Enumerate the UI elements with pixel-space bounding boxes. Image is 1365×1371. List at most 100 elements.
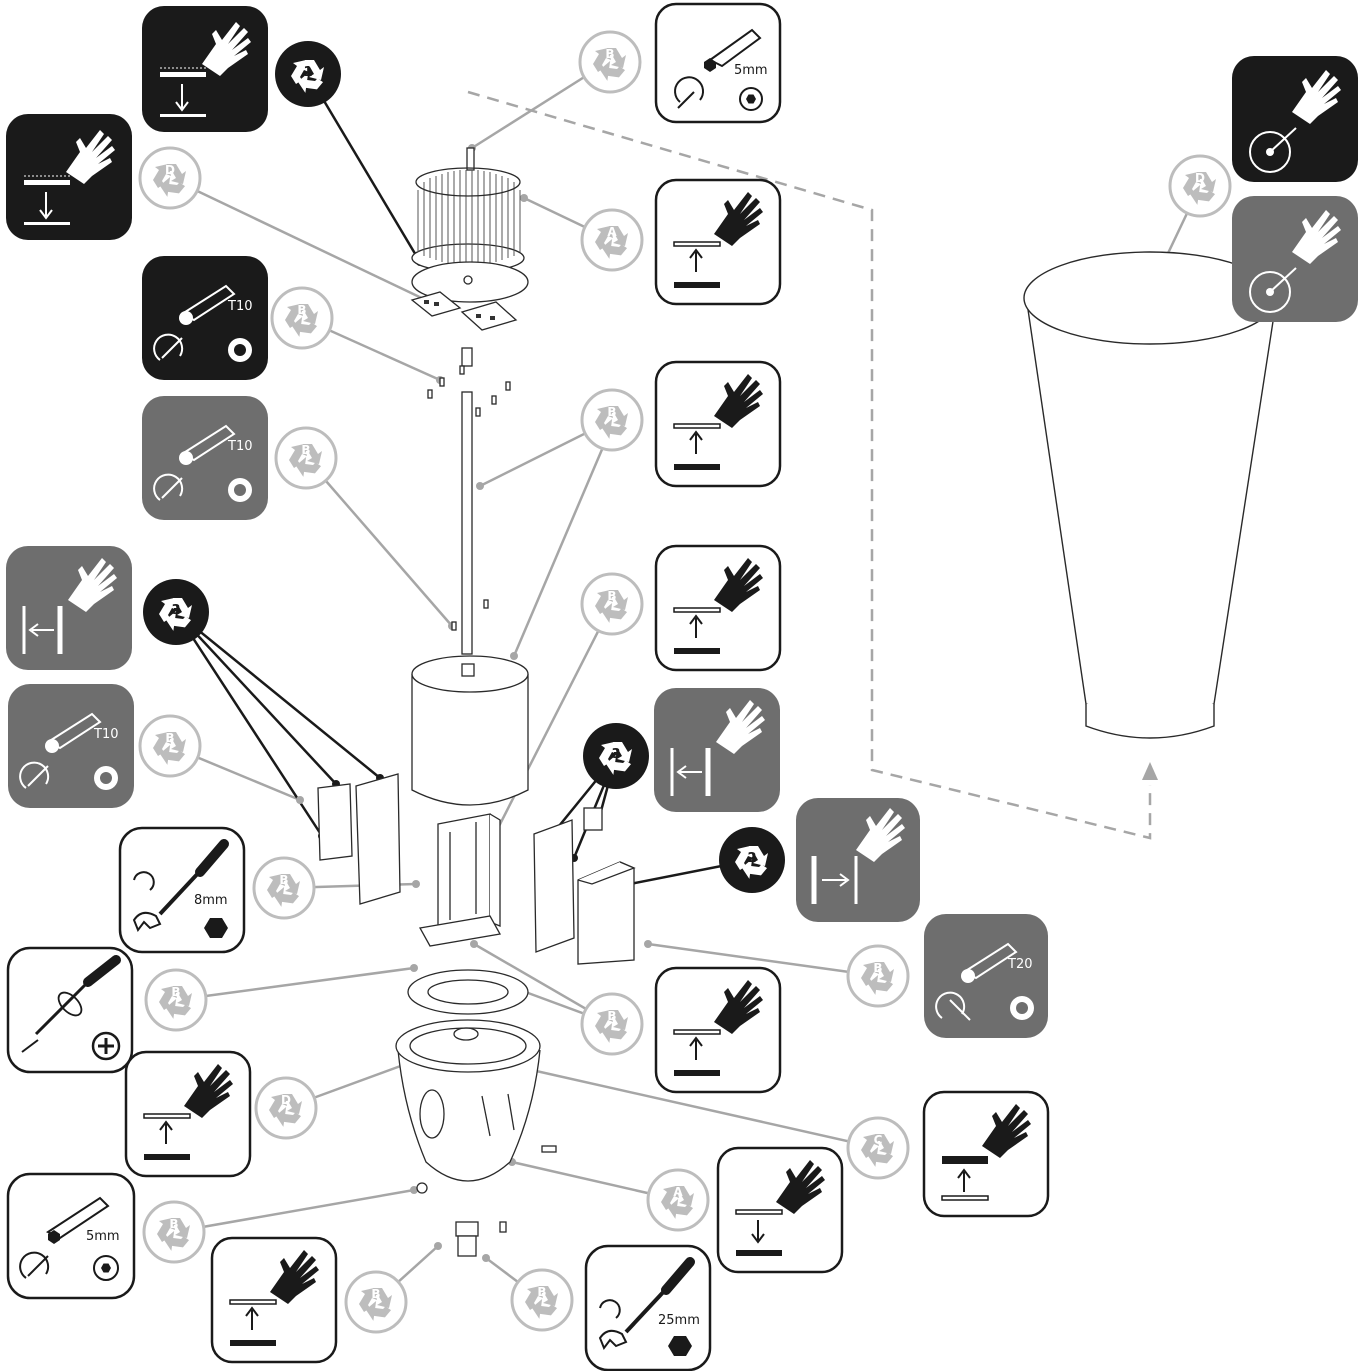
panel-hand-place-6 [210,1236,338,1364]
recycle-badge: D [138,146,202,210]
numbered-badge-digit: 3 [611,747,620,762]
panel-hand-slide-out-2 [654,688,780,812]
tool-size-label: 5mm [734,63,768,78]
luminaire-parts [317,147,636,1257]
panel-hand-place-1 [654,178,782,306]
recycle-badge-letter: B [171,985,180,999]
arrow-up-icon [1142,762,1158,780]
recycle-badge-letter: D [1195,171,1205,185]
leader-lines [169,60,1202,1303]
numbered-badge-digit: 3 [171,603,180,618]
numbered-badge-digit: 2 [747,851,756,866]
tool-size-label: 25mm [658,1313,700,1328]
base-housing [395,1019,541,1182]
recycle-badge: C [846,1116,910,1180]
side-screw [541,1145,557,1153]
recycle-badge-letter: B [371,1287,380,1301]
recycle-badge-letter: B [607,589,616,603]
recycle-badge-letter: B [537,1285,546,1299]
numbered-recycle-badge: 3 [583,723,649,789]
connector [461,347,473,367]
lamp-shade [1023,251,1277,739]
recycle-badge-letter: A [607,225,617,239]
top-screw [466,147,475,171]
recycle-badge: B [510,1268,574,1332]
recycle-badge: A [580,208,644,272]
tool-size-label: T10 [227,299,252,314]
center-pole [461,391,473,655]
recycle-badge-letter: B [605,47,614,61]
driver-housing-cylinder [411,655,529,806]
heatsink [411,167,525,273]
recycle-badge: B [580,992,644,1056]
led-board-right [460,301,518,331]
panel-hand-push-up [922,1090,1050,1218]
recycle-badge-letter: B [297,303,306,317]
recycle-badge-letter: B [165,731,174,745]
recycle-badge-letter: A [673,1185,683,1199]
numbered-badges: 1 3 3 2 [143,41,785,893]
recycle-badge: B [142,1200,206,1264]
tool-size-label: 5mm [86,1229,120,1244]
recycle-badge: D [1168,154,1232,218]
recycle-badge-letter: D [281,1093,291,1107]
panel-hand-place-3 [654,544,782,672]
numbered-badge-digit: 1 [303,65,312,80]
panel-torx-t10-black: T10 [142,256,268,380]
panel-hand-place-4 [654,966,782,1094]
cable-gland [455,1221,479,1257]
tool-size-label: T10 [227,439,252,454]
recycle-badge: B [344,1270,408,1334]
recycle-badge-letter: C [874,1133,883,1147]
panel-hand-slide-out-1 [6,546,132,670]
panel-hand-lift-off-1 [142,6,268,132]
panel-hand-place-2 [654,360,782,488]
recycle-badge-letter: D [165,163,175,177]
gear-tray-frame [437,813,501,933]
recycle-badge-letter: B [301,443,310,457]
panel-screwdriver-phillips [6,946,134,1074]
recycle-badge: B [252,856,316,920]
recycle-badge: B [580,572,644,636]
panel-hex-key-5mm-bottom: 5mm [6,1172,136,1300]
recycle-badge-letter: B [873,961,882,975]
numbered-recycle-badge: 1 [275,41,341,107]
tool-size-label: 8mm [194,893,228,908]
tool-size-label: T20 [1007,957,1032,972]
driver-board-left [355,773,401,905]
panel-wrench-25mm: 25mm [584,1244,712,1371]
panel-torx-t10-grey-1: T10 [142,396,268,520]
mounting-bracket [418,915,502,947]
recycle-badge: B [580,388,644,452]
recycle-badge: B [578,30,642,94]
recycle-badge: B [846,944,910,1008]
recycle-badge: B [138,714,202,778]
recycle-badge: B [274,426,338,490]
numbered-recycle-badge: 3 [143,579,209,645]
panel-wrench-8mm: 8mm [118,826,246,954]
numbered-recycle-badge: 2 [719,827,785,893]
recycle-badge: A [646,1168,710,1232]
panel-hand-twist-black [1232,56,1358,182]
tool-size-label: T10 [93,727,118,742]
driver-board-right [533,819,575,953]
recycle-badge: D [254,1076,318,1140]
recycle-badge-letter: B [279,873,288,887]
recycle-badges: B D A B B B B B B B B B D C A B B B D [138,30,1232,1334]
panel-hand-lift-off-2 [6,114,132,240]
recycle-badge: B [270,286,334,350]
panel-hand-remove-down [716,1146,844,1274]
panel-hand-twist-grey [1232,196,1358,322]
terminal-block-left [317,783,353,861]
panel-hand-slide-in [796,798,920,922]
panel-torx-t20-grey: T20 [924,914,1048,1038]
panel-hex-key-5mm-top: 5mm [654,2,782,124]
gasket-ring [407,969,529,1015]
recycle-badge: B [144,968,208,1032]
recycle-badge-letter: B [169,1217,178,1231]
recycle-badge-letter: B [607,1009,616,1023]
recycle-badge-letter: B [607,405,616,419]
panel-torx-t10-grey-2: T10 [8,684,134,808]
